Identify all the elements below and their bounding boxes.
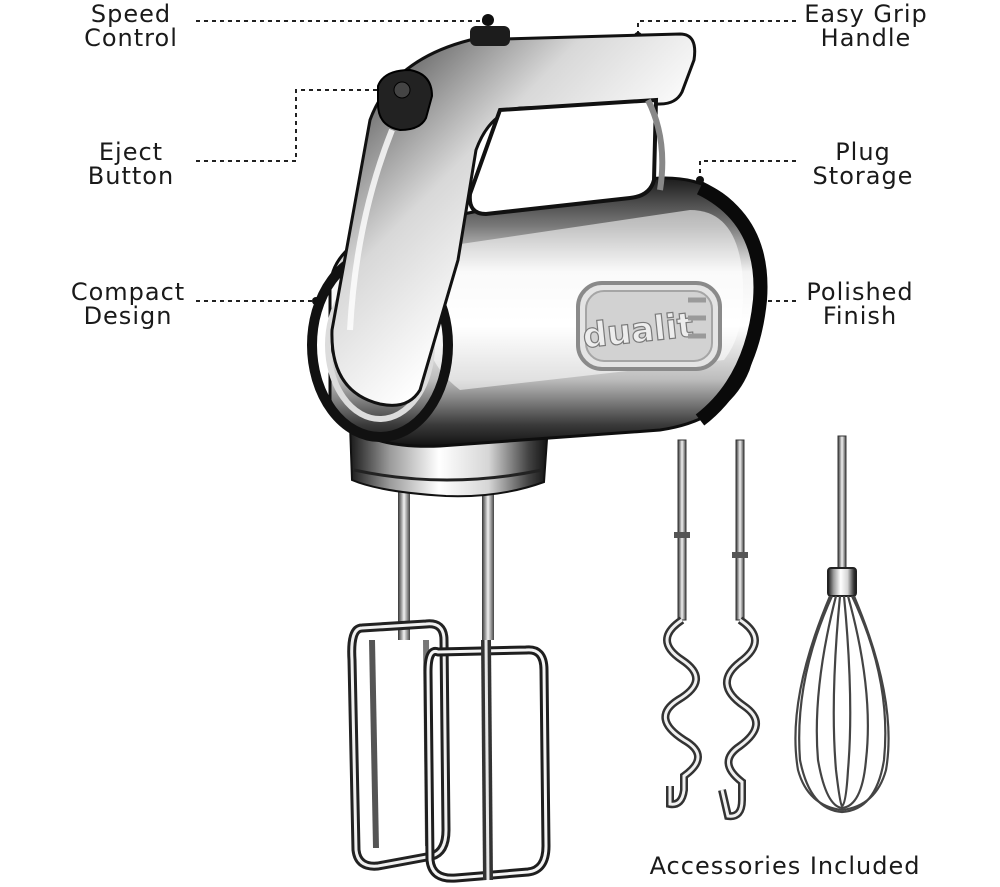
label-line: Button [87,162,175,190]
brand-badge: dualit [576,281,722,371]
label-line: Polished [806,278,914,306]
speed-control [470,14,510,46]
label-line: Handle [820,24,912,52]
label-line: Control [84,24,178,52]
label-line: Plug [835,138,891,166]
label-line: Compact [70,278,186,306]
label-plug-storage: Plug Storage [808,140,918,188]
whisk [794,435,890,814]
label-polished-finish: Polished Finish [800,280,920,328]
label-easy-grip-handle: Easy Grip Handle [800,2,932,50]
label-line: Eject [98,138,164,166]
label-speed-control: Speed Control [72,2,190,50]
beaters [347,619,551,883]
handle [330,32,697,407]
accessories-caption: Accessories Included [649,852,921,880]
label-line: Finish [822,302,898,330]
label-line: Speed [90,0,172,28]
label-compact-design: Compact Design [62,280,194,328]
eject-button [377,68,434,132]
beater-shafts [398,490,494,640]
label-line: Storage [812,162,914,190]
dough-hook-left [661,439,702,809]
dough-hook-right [718,439,760,821]
label-eject-button: Eject Button [72,140,190,188]
label-line: Design [83,302,173,330]
label-line: Easy Grip [804,0,928,28]
